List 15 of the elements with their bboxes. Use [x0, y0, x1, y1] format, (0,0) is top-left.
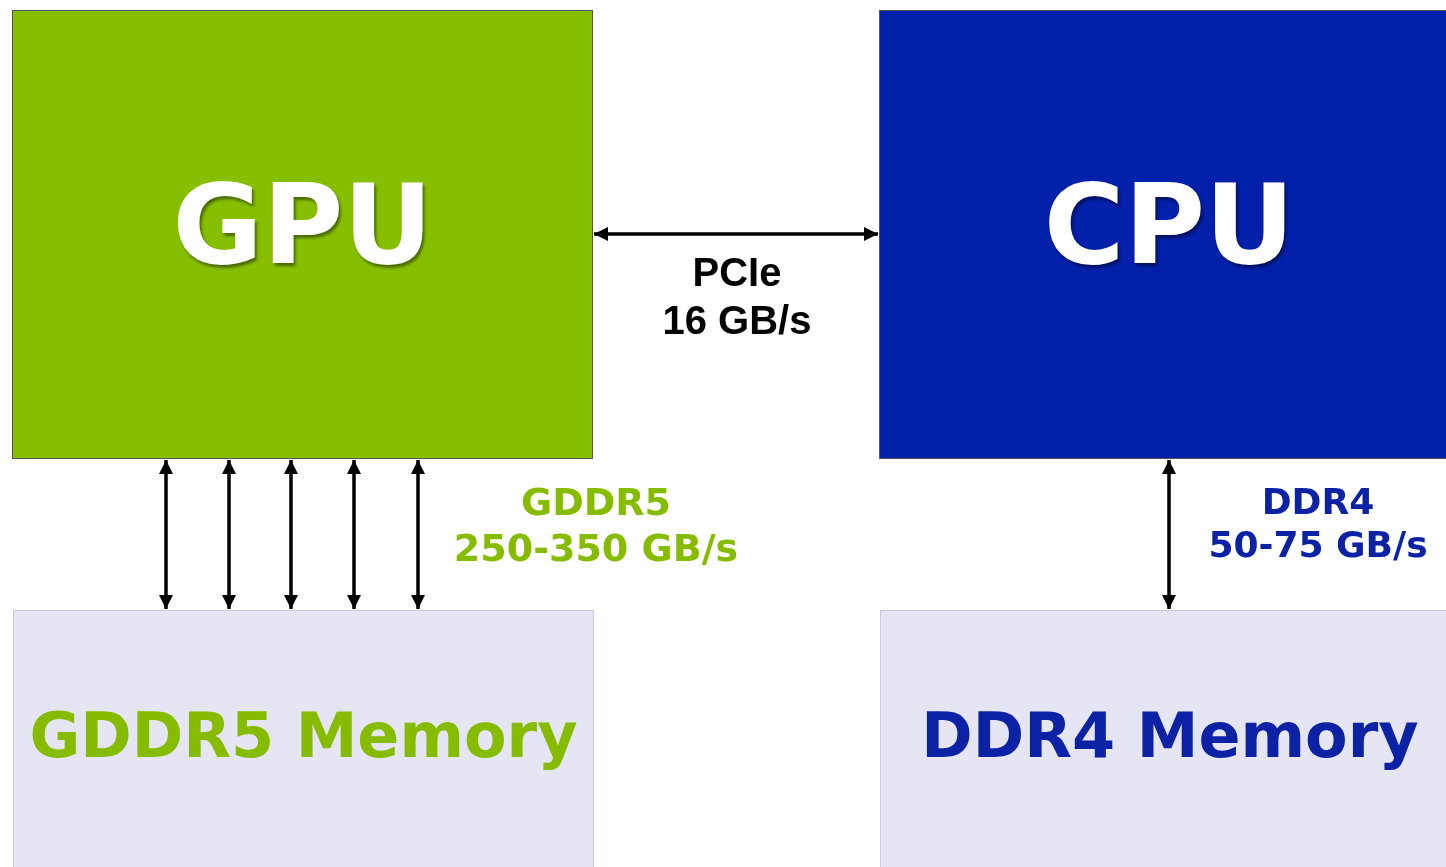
box-title: CPU: [1043, 160, 1295, 289]
double-arrow: [347, 460, 361, 609]
double-arrow: [1162, 460, 1176, 609]
box-title: GPU: [172, 160, 433, 289]
double-arrow: [159, 460, 173, 609]
memory-box: [880, 610, 1446, 867]
gpu-box: [12, 10, 593, 459]
double-arrow: [222, 460, 236, 609]
cpu-box: [879, 10, 1446, 459]
box-title: DDR4 Memory: [921, 698, 1419, 772]
memory-box: [13, 610, 594, 867]
box-title: GDDR5 Memory: [29, 698, 578, 772]
double-arrow: [594, 227, 878, 241]
double-arrow: [284, 460, 298, 609]
double-arrow: [411, 460, 425, 609]
